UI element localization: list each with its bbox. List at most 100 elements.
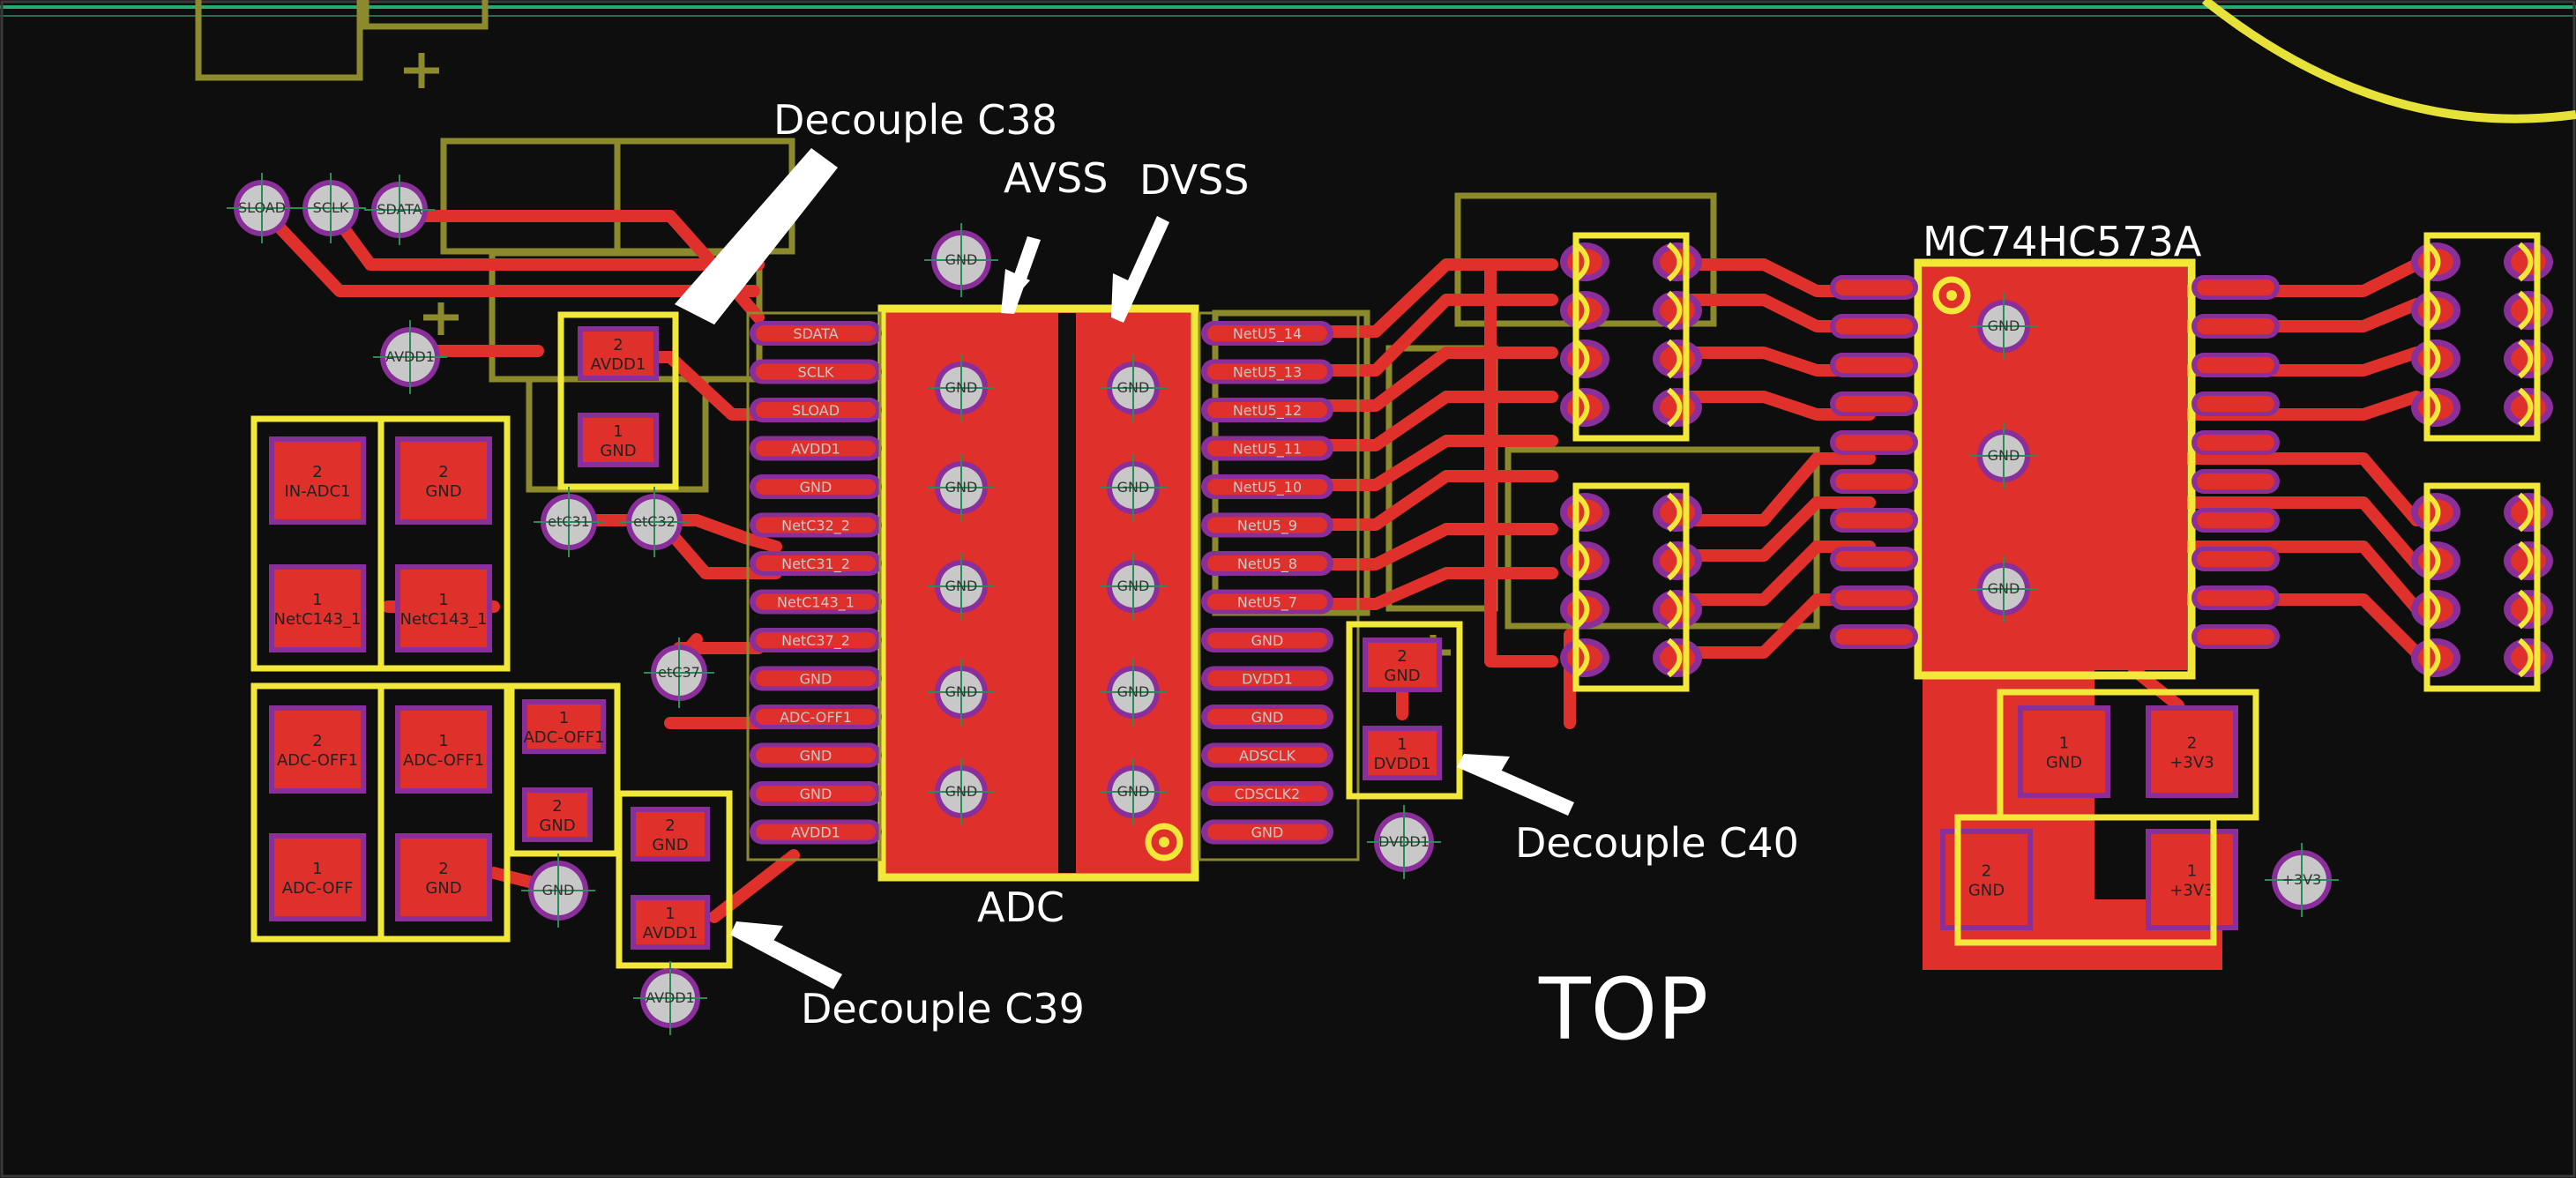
label-top-layer: TOP (1538, 960, 1708, 1059)
adc-pin-label: GND (800, 748, 833, 764)
pad-number: 1 (2187, 862, 2197, 881)
via-label: GND (945, 379, 978, 396)
pad-net: GND (1968, 882, 2005, 900)
adc-pin-left: GND (750, 781, 882, 806)
via-label: GND (945, 251, 978, 268)
via-sload: SLOAD (227, 173, 297, 243)
pad-net: ADC-OFF (282, 879, 354, 898)
adc-pin-label: NetU5_9 (1237, 518, 1297, 535)
pad-number: 1 (312, 860, 322, 878)
adc-pin-left: NetC37_2 (750, 628, 882, 652)
via-label: GND (1117, 683, 1150, 700)
adc-pin-label: GND (800, 479, 833, 496)
adc-pin-label: NetC32_2 (781, 518, 850, 535)
pad-number: 2 (2187, 734, 2197, 753)
mc74-pin-right (2191, 585, 2280, 610)
mc74-pin-right (2191, 624, 2280, 649)
adc-pin-label: GND (1251, 632, 1284, 649)
mc74-right-pins (2191, 275, 2280, 649)
via-dvdd1: DVDD1 (1367, 805, 1441, 879)
component-pads: 2AVDD11GND2IN-ADC12GND1NetC143_11NetC143… (269, 326, 2238, 950)
adc-pin-left: GND (750, 742, 882, 768)
adc-pin-label: AVDD1 (791, 441, 840, 458)
adc-pin-right: GND (1201, 705, 1333, 729)
adc-pin-label: NetU5_12 (1233, 402, 1302, 420)
mc74-pin-right (2191, 508, 2280, 533)
pad-net: ADC-OFF1 (277, 751, 358, 770)
pad-net: GND (425, 482, 461, 501)
adc-pin-right: DVDD1 (1201, 666, 1333, 691)
adc-pin-left: NetC32_2 (750, 512, 882, 538)
pad-number: 2 (665, 816, 675, 835)
adc-pin-right: NetU5_9 (1201, 512, 1333, 538)
mc74-pin-right (2191, 469, 2280, 494)
pad-number: 2 (438, 860, 448, 878)
gnd-via: GND (928, 659, 995, 726)
via-label: GND (945, 578, 978, 594)
adc-pin-left: AVDD1 (750, 436, 882, 461)
pad-number: 1 (438, 591, 448, 609)
pad-number: 1 (613, 422, 623, 441)
mc74-pin-right (2191, 353, 2280, 377)
adc-right-pins: NetU5_14NetU5_13NetU5_12NetU5_11NetU5_10… (1201, 321, 1333, 845)
via-label: SDATA (377, 201, 422, 218)
pad-number: 2 (438, 463, 448, 481)
pad-net: ADC-OFF1 (523, 728, 604, 747)
mc74-pin-left (1830, 314, 1918, 339)
gnd-via: GND (928, 553, 995, 620)
gnd-via: GND (1100, 454, 1167, 521)
via-3v3: +3V3 (2265, 843, 2339, 917)
label-avss: AVSS (1004, 154, 1108, 202)
resistor-network (1560, 482, 1702, 692)
via-label: etC32 (633, 513, 676, 530)
pad-in-adc1: 2IN-ADC1 (269, 436, 366, 525)
via-label: etC31 (548, 513, 590, 530)
adc-pin-label: GND (1251, 824, 1284, 841)
via-netc37: etC37 (644, 637, 714, 708)
pad-net: +3V3 (2169, 754, 2214, 772)
mc74-pin-left (1830, 275, 1918, 300)
label-decouple-c39: Decouple C39 (801, 985, 1085, 1033)
adc-pin-label: ADSCLK (1239, 748, 1296, 764)
mounting-hole-arc (2201, 0, 2576, 123)
pad-net: +3V3 (2169, 882, 2214, 900)
pad-net: GND (2046, 754, 2082, 772)
via-sdata: SDATA (364, 175, 435, 245)
gnd-via: GND (1970, 293, 2037, 360)
via-label: AVDD1 (385, 348, 435, 365)
resistor-network (2411, 482, 2553, 692)
pad-net: GND (652, 836, 688, 854)
mc74-pin-right (2191, 275, 2280, 300)
adc-pin-right: NetU5_13 (1201, 359, 1333, 384)
adc-pin-left: SLOAD (750, 398, 882, 422)
pad-net: NetC143_1 (274, 610, 362, 629)
adc-pin-right: ADSCLK (1201, 742, 1333, 768)
pad-net: NetC143_1 (400, 610, 488, 629)
adc-pin-left: NetC31_2 (750, 551, 882, 576)
label-decouple-c38: Decouple C38 (773, 96, 1057, 144)
adc-pin-label: SCLK (798, 364, 834, 381)
adc-pin-right: GND (1201, 819, 1333, 845)
via-label: GND (1988, 317, 2020, 334)
mc74-pin-right (2191, 430, 2280, 455)
via-sclk: SCLK (295, 173, 366, 243)
resistor-network (1560, 232, 1702, 442)
adc-pin-label: GND (1251, 709, 1284, 726)
mc74-pin-left (1830, 391, 1918, 416)
mc74-pin-left (1830, 508, 1918, 533)
gnd-via: GND (928, 354, 995, 421)
adc-left-pins: SDATASCLKSLOADAVDD1GNDNetC32_2NetC31_2Ne… (750, 321, 882, 845)
mc74hc573a-chip (1914, 258, 2196, 680)
